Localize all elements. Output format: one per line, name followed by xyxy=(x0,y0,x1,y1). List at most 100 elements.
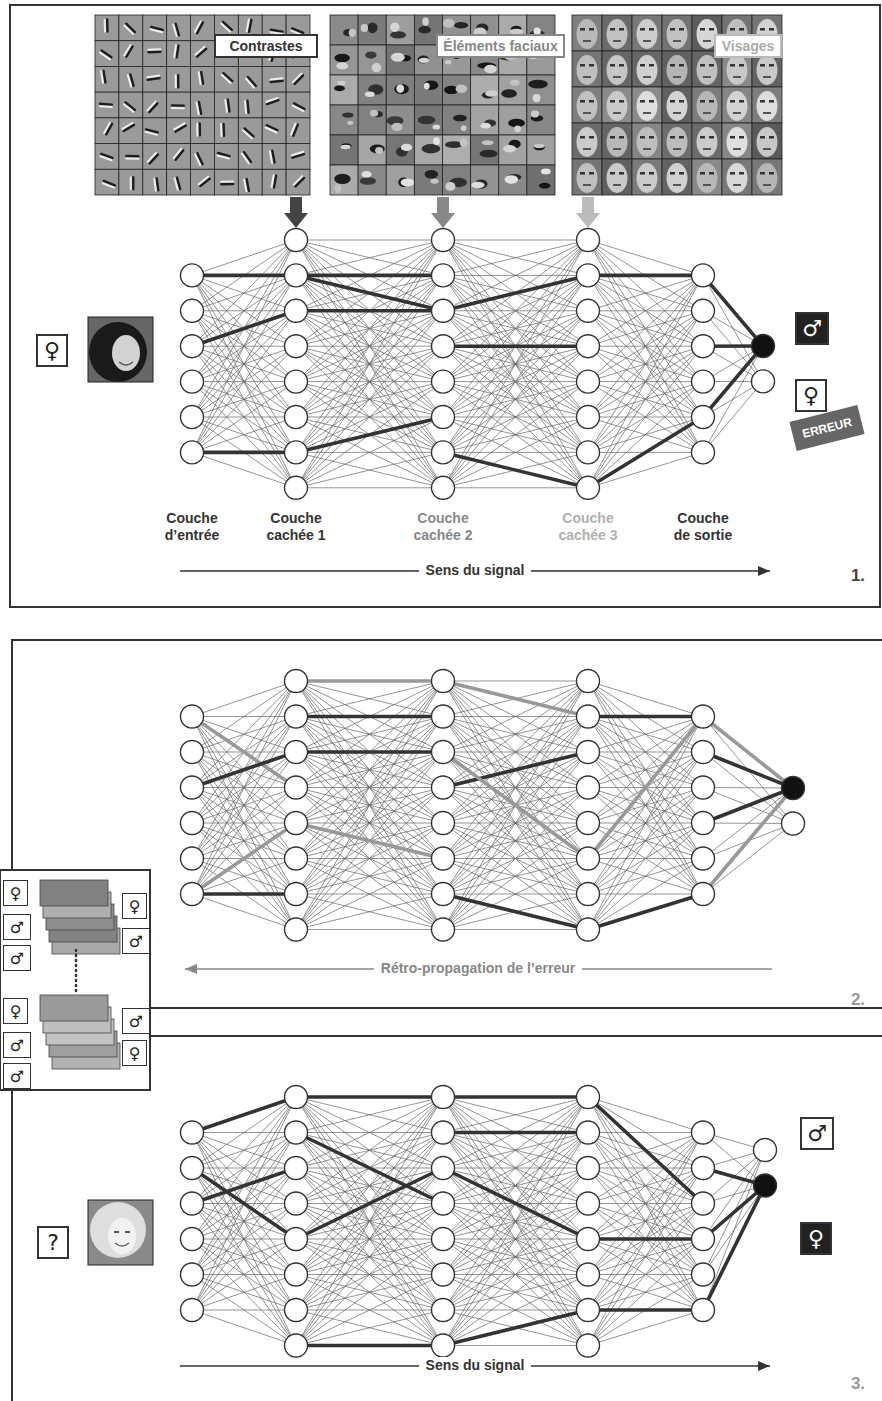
face-mouth xyxy=(703,76,711,78)
face-eye xyxy=(649,172,654,175)
neuron xyxy=(285,1086,308,1109)
neuron xyxy=(432,335,455,358)
connection xyxy=(296,1345,443,1346)
face-cell xyxy=(572,15,602,51)
face-eye xyxy=(580,64,585,67)
face-mouth xyxy=(673,76,681,78)
connection xyxy=(192,1275,296,1346)
layer-arrow xyxy=(284,197,308,228)
connection xyxy=(588,1133,703,1204)
connection xyxy=(296,1133,443,1346)
connection xyxy=(443,240,588,311)
layer-tag: Éléments faciaux xyxy=(436,34,565,58)
face-eye xyxy=(709,136,714,139)
thumb-grid xyxy=(602,51,632,87)
face-photo xyxy=(112,335,140,371)
connection xyxy=(443,1310,588,1346)
neuron xyxy=(432,1299,455,1322)
connection xyxy=(443,275,588,417)
feature-part xyxy=(461,125,467,131)
face-mouth xyxy=(613,148,621,150)
face-cell xyxy=(572,87,602,123)
face-cell xyxy=(632,123,662,159)
connection xyxy=(296,823,443,859)
connection xyxy=(296,681,443,859)
connection xyxy=(443,1097,588,1346)
connection xyxy=(588,1204,703,1275)
strong-connection xyxy=(192,892,296,896)
thumb-grid xyxy=(143,41,167,67)
face-mouth xyxy=(643,76,651,78)
thumb-grid xyxy=(386,75,414,105)
neuron xyxy=(577,1157,600,1180)
neuron xyxy=(285,705,308,728)
neuron xyxy=(692,1157,715,1180)
face-mouth xyxy=(613,40,621,42)
panel-number: 3. xyxy=(851,1374,865,1394)
connection xyxy=(443,681,588,930)
arrow-label: Sens du signal xyxy=(419,562,532,579)
filter-cell xyxy=(143,41,167,67)
connection xyxy=(192,275,296,276)
face-shape xyxy=(577,19,598,49)
feature-part xyxy=(390,23,399,32)
strong-connection xyxy=(192,823,296,894)
connection xyxy=(192,417,296,452)
feature-cell xyxy=(386,165,414,195)
connection xyxy=(296,1097,443,1204)
connection xyxy=(192,859,296,895)
filter-edge xyxy=(175,178,178,190)
filter-edge xyxy=(177,75,180,87)
connection xyxy=(192,717,296,895)
connection xyxy=(296,240,443,275)
neuron xyxy=(577,741,600,764)
neuron xyxy=(285,299,308,322)
feature-part xyxy=(505,175,519,183)
connection xyxy=(296,716,443,717)
connection xyxy=(588,1168,703,1346)
filter-edge xyxy=(222,75,231,83)
thumb-grid xyxy=(722,159,752,195)
connection xyxy=(296,1133,443,1204)
face-shape xyxy=(577,91,598,121)
filter-cell xyxy=(286,92,310,118)
face-mouth xyxy=(583,184,591,186)
neuron xyxy=(432,847,455,870)
neuron xyxy=(285,1299,308,1322)
feature-part xyxy=(334,85,345,91)
thumb-grid xyxy=(262,66,286,92)
feature-part xyxy=(336,62,348,69)
strong-connection xyxy=(588,417,703,488)
feature-part xyxy=(480,150,498,158)
filter-edge xyxy=(147,102,155,111)
connection xyxy=(588,859,703,930)
thumb-grid xyxy=(443,75,471,105)
connection xyxy=(703,717,793,789)
connection xyxy=(588,717,703,788)
thumb-grid xyxy=(95,41,119,67)
face-eye xyxy=(589,28,594,31)
feature-cell xyxy=(386,75,414,105)
connection xyxy=(588,894,703,930)
face-eye xyxy=(739,136,744,139)
face-shape xyxy=(727,55,748,85)
connection xyxy=(588,1097,703,1275)
face-cell xyxy=(602,123,632,159)
connection xyxy=(192,1133,296,1311)
connection xyxy=(192,240,296,452)
connection xyxy=(703,1133,765,1186)
feature-part xyxy=(418,56,430,64)
thumb-grid xyxy=(386,105,414,135)
face-eye xyxy=(619,172,624,175)
filter-cell xyxy=(214,92,238,118)
connection xyxy=(296,681,443,752)
thumb-grid xyxy=(191,169,215,195)
feature-part xyxy=(503,145,516,152)
connection xyxy=(443,894,588,930)
strong-connection xyxy=(296,1168,443,1239)
connection xyxy=(588,1275,703,1346)
neuron xyxy=(432,1228,455,1251)
face-eye xyxy=(700,64,705,67)
neuron xyxy=(181,1157,204,1180)
connection xyxy=(443,417,588,488)
